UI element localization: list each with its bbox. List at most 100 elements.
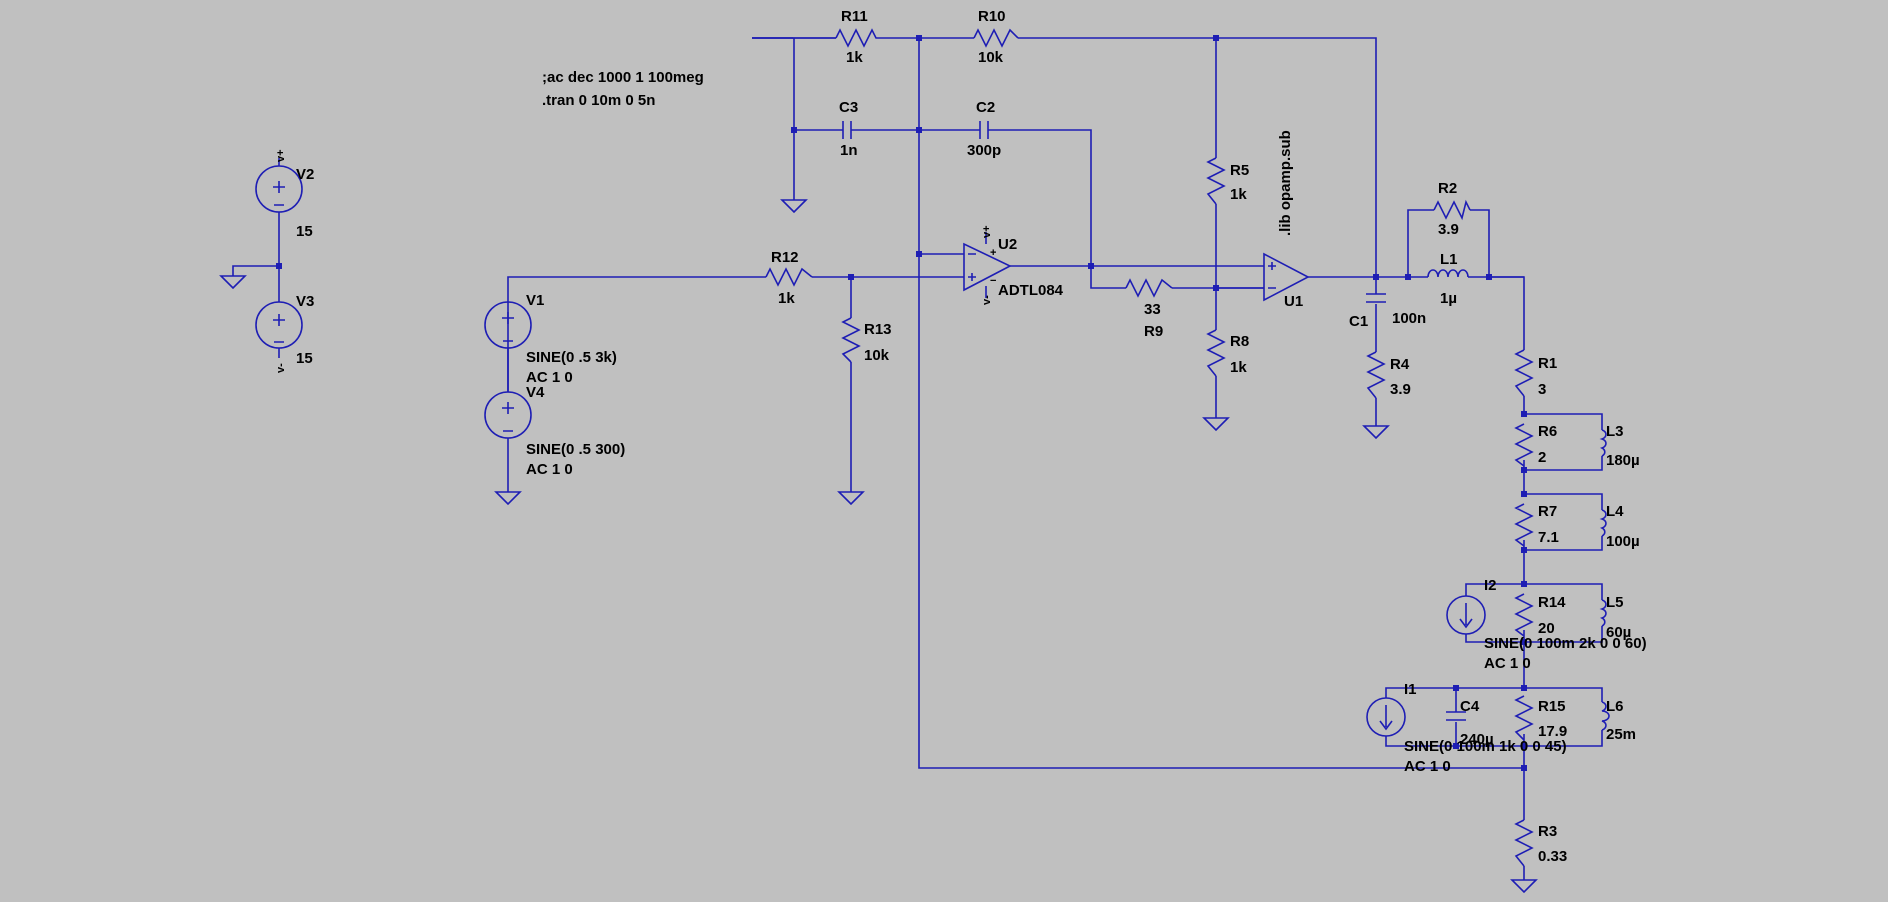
label-R12-value: 1k [778, 290, 795, 307]
pin-plus-U2: + [990, 247, 996, 259]
labels: ;ac dec 1000 1 100meg .tran 0 10m 0 5n .… [275, 8, 1647, 865]
label-R7-value: 7.1 [1538, 529, 1559, 546]
voltage-source-V4[interactable] [484, 391, 532, 439]
capacitor-C3[interactable] [842, 121, 858, 139]
current-source-I1[interactable] [1366, 697, 1406, 737]
label-L4-value: 100µ [1606, 533, 1640, 550]
label-R3-name: R3 [1538, 823, 1557, 840]
resistor-R5[interactable] [1206, 157, 1226, 205]
resistor-R15[interactable] [1514, 695, 1534, 741]
label-L5-value: 60µ [1606, 624, 1631, 641]
resistor-R2[interactable] [1433, 199, 1471, 221]
directive-tran[interactable]: .tran 0 10m 0 5n [542, 92, 655, 109]
directive-ac[interactable]: ;ac dec 1000 1 100meg [542, 69, 704, 86]
label-L5-name: L5 [1606, 594, 1624, 611]
label-L1-name: L1 [1440, 251, 1458, 268]
ground-symbol [780, 199, 808, 214]
label-R2-name: R2 [1438, 180, 1457, 197]
opamp-U1[interactable] [1263, 252, 1310, 302]
voltage-source-V3[interactable] [255, 301, 303, 349]
label-V1-ac: AC 1 0 [526, 369, 573, 386]
label-L1-value: 1µ [1440, 290, 1457, 307]
label-L6-name: L6 [1606, 698, 1624, 715]
inductor-L5[interactable] [1599, 599, 1607, 627]
inductor-L3[interactable] [1599, 429, 1607, 457]
inductor-L4[interactable] [1599, 509, 1607, 537]
resistor-R13[interactable] [841, 317, 861, 363]
label-V4-value: SINE(0 .5 300) [526, 441, 625, 458]
capacitor-C1[interactable] [1366, 293, 1386, 303]
label-V4-ac: AC 1 0 [526, 461, 573, 478]
ground-symbol [1362, 425, 1390, 440]
label-R4-value: 3.9 [1390, 381, 1411, 398]
label-R10-value: 10k [978, 49, 1004, 66]
label-R14-name: R14 [1538, 594, 1566, 611]
label-V3-value: 15 [296, 350, 313, 367]
sources [255, 165, 1486, 737]
label-R15-value: 17.9 [1538, 723, 1567, 740]
label-R10-name: R10 [978, 8, 1006, 25]
label-R6-name: R6 [1538, 423, 1557, 440]
resistor-R8[interactable] [1206, 329, 1226, 377]
pin-vminus-V3: v- [275, 363, 287, 373]
label-U1-name: U1 [1284, 293, 1303, 310]
label-L6-value: 25m [1606, 726, 1636, 743]
ground-symbol [219, 275, 247, 290]
label-R7-name: R7 [1538, 503, 1557, 520]
label-I1-name: I1 [1404, 681, 1417, 698]
resistor-R3[interactable] [1514, 819, 1534, 867]
label-L4-name: L4 [1606, 503, 1624, 520]
resistor-R14[interactable] [1514, 593, 1534, 637]
pin-vplus-V2: v+ [275, 149, 287, 162]
label-R14-value: 20 [1538, 620, 1555, 637]
voltage-source-V2[interactable] [255, 165, 303, 213]
resistor-R4[interactable] [1366, 351, 1386, 399]
label-U2-value: ADTL084 [998, 282, 1064, 299]
capacitor-C4[interactable] [1446, 711, 1466, 721]
label-R4-name: R4 [1390, 356, 1410, 373]
label-C2-name: C2 [976, 99, 995, 116]
label-R8-name: R8 [1230, 333, 1249, 350]
resistor-R11-zigzag[interactable] [793, 28, 878, 48]
label-R5-name: R5 [1230, 162, 1249, 179]
label-I1-value: SINE(0 100m 1k 0 0 45) [1404, 738, 1567, 755]
opamp-U2[interactable] [963, 232, 1012, 298]
label-C3-name: C3 [839, 99, 858, 116]
label-L3-value: 180µ [1606, 452, 1640, 469]
label-R9-name: R9 [1144, 323, 1163, 340]
label-V2-value: 15 [296, 223, 313, 240]
pin-vminus-U2: v- [981, 295, 993, 305]
inductors [1427, 269, 1610, 731]
grounds [219, 199, 1538, 894]
label-C3-value: 1n [840, 142, 858, 159]
resistor-R6[interactable] [1514, 423, 1534, 467]
label-L3-name: L3 [1606, 423, 1624, 440]
capacitors [842, 121, 1466, 721]
label-R6-value: 2 [1538, 449, 1546, 466]
label-R2-value: 3.9 [1438, 221, 1459, 238]
label-V1-name: V1 [526, 292, 544, 309]
label-V1-value: SINE(0 .5 3k) [526, 349, 617, 366]
resistor-R10[interactable] [973, 28, 1019, 48]
label-U2-name: U2 [998, 236, 1017, 253]
label-R11-name: R11 [841, 8, 868, 25]
ground-symbol [1202, 417, 1230, 432]
resistor-R7[interactable] [1514, 503, 1534, 547]
inductor-L6[interactable] [1601, 701, 1610, 731]
label-C1-value: 100n [1392, 310, 1426, 327]
inductor-L1[interactable] [1427, 269, 1469, 278]
label-V3-name: V3 [296, 293, 314, 310]
label-R13-value: 10k [864, 347, 890, 364]
capacitor-C2[interactable] [979, 121, 995, 139]
directive-lib[interactable]: .lib opamp.sub [1277, 130, 1294, 236]
current-source-I2[interactable] [1446, 595, 1486, 635]
label-R15-name: R15 [1538, 698, 1566, 715]
resistor-R9[interactable] [1125, 278, 1173, 298]
label-C4-name: C4 [1460, 698, 1480, 715]
resistor-R1[interactable] [1514, 349, 1534, 397]
resistor-R12[interactable] [765, 267, 813, 287]
pin-vplus-U2: v+ [981, 225, 993, 238]
label-R1-value: 3 [1538, 381, 1546, 398]
